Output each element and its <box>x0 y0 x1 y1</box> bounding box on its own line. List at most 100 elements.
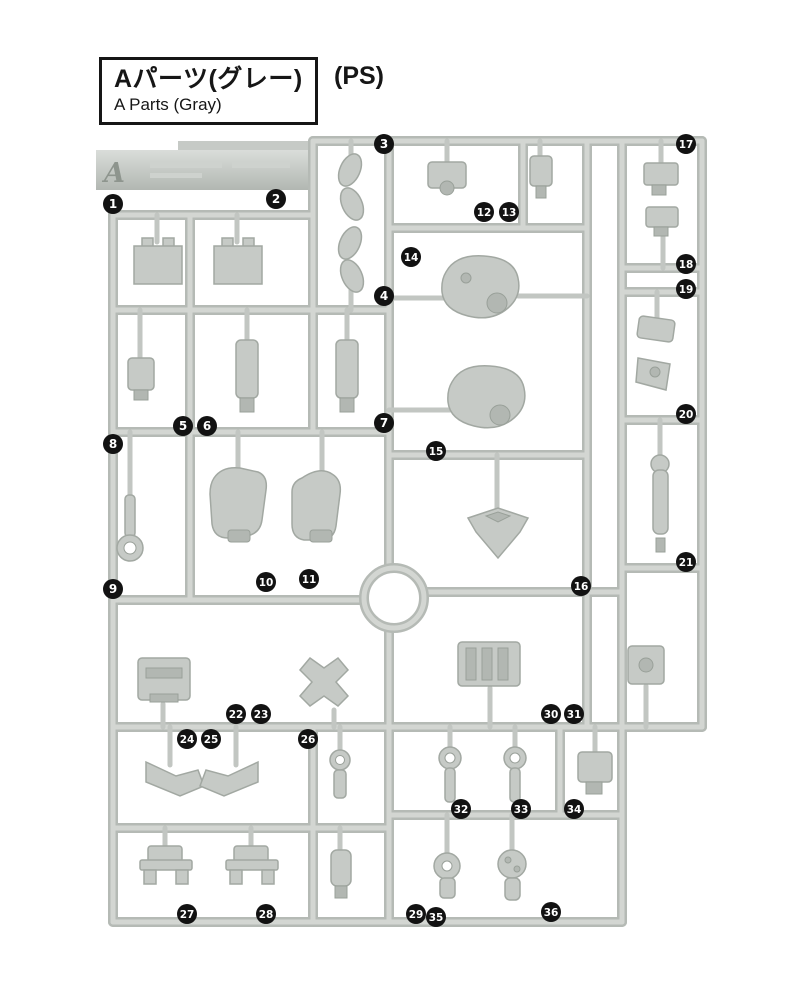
part-shape <box>650 454 670 553</box>
part-shape <box>441 255 520 319</box>
part-number-badge: 25 <box>201 729 221 749</box>
part-shape <box>133 237 183 285</box>
part-number-badge: 22 <box>226 704 246 724</box>
svg-text:5: 5 <box>179 419 187 433</box>
parts-title-english: A Parts (Gray) <box>114 94 222 114</box>
svg-text:24: 24 <box>180 734 195 746</box>
svg-text:25: 25 <box>204 734 219 746</box>
part-number-badge: 16 <box>571 576 591 596</box>
part-number-badge: 12 <box>474 202 494 222</box>
runner-frame <box>113 141 702 922</box>
runner-parts <box>116 153 679 901</box>
svg-text:19: 19 <box>679 284 694 296</box>
svg-text:17: 17 <box>679 139 694 151</box>
parts-title-box: Aパーツ(グレー) A Parts (Gray) <box>99 57 318 125</box>
svg-text:3: 3 <box>380 137 388 151</box>
part-shape <box>466 507 530 560</box>
svg-text:4: 4 <box>380 289 388 303</box>
svg-text:34: 34 <box>567 804 582 816</box>
svg-text:14: 14 <box>404 252 419 264</box>
svg-text:36: 36 <box>544 907 559 919</box>
part-shape <box>298 656 350 707</box>
part-number-badge: 29 <box>406 904 426 924</box>
part-shape <box>337 153 365 293</box>
svg-text:22: 22 <box>229 709 244 721</box>
svg-text:35: 35 <box>429 912 444 924</box>
svg-text:11: 11 <box>302 574 317 586</box>
part-shape <box>447 365 526 429</box>
part-number-badge: 1 <box>103 194 123 214</box>
part-shape <box>291 470 342 543</box>
svg-text:29: 29 <box>409 909 424 921</box>
parts-title-japanese: Aパーツ(グレー) <box>114 65 303 93</box>
svg-text:31: 31 <box>567 709 582 721</box>
svg-text:26: 26 <box>301 734 316 746</box>
part-number-badge: 26 <box>298 729 318 749</box>
plastic-type-label: (PS) <box>334 62 384 90</box>
svg-text:28: 28 <box>259 909 274 921</box>
part-number-badge: 5 <box>173 416 193 436</box>
part-number-badge: 14 <box>401 247 421 267</box>
svg-text:32: 32 <box>454 804 469 816</box>
part-number-badge: 19 <box>676 279 696 299</box>
part-shape <box>635 315 676 391</box>
svg-text:9: 9 <box>109 582 117 596</box>
part-number-badge: 15 <box>426 441 446 461</box>
svg-text:10: 10 <box>259 577 274 589</box>
part-shape <box>529 155 553 199</box>
part-shape <box>209 466 268 543</box>
part-number-badge: 28 <box>256 904 276 924</box>
svg-text:21: 21 <box>679 557 694 569</box>
svg-text:23: 23 <box>254 709 269 721</box>
part-number-badge: 33 <box>511 799 531 819</box>
svg-text:16: 16 <box>574 581 589 593</box>
part-shape <box>137 657 191 703</box>
part-number-badge: 8 <box>103 434 123 454</box>
svg-text:18: 18 <box>679 259 694 271</box>
svg-text:15: 15 <box>429 446 444 458</box>
part-number-badge: 11 <box>299 569 319 589</box>
part-number-badge: 32 <box>451 799 471 819</box>
part-shape <box>330 849 352 899</box>
svg-text:6: 6 <box>203 419 211 433</box>
part-shape <box>116 494 144 562</box>
part-shape <box>427 161 467 196</box>
part-number-badge: 24 <box>177 729 197 749</box>
part-number-badge: 6 <box>197 416 217 436</box>
part-shape <box>643 162 679 237</box>
svg-text:8: 8 <box>109 437 117 451</box>
part-shape <box>577 751 613 795</box>
part-number-badge: 20 <box>676 404 696 424</box>
part-number-badge: 34 <box>564 799 584 819</box>
part-shape <box>235 339 359 413</box>
part-shape <box>438 746 462 803</box>
svg-text:33: 33 <box>514 804 529 816</box>
part-number-badge: 10 <box>256 572 276 592</box>
svg-text:30: 30 <box>544 709 559 721</box>
part-number-badge: 7 <box>374 413 394 433</box>
runner-label-plate: A <box>96 141 310 190</box>
part-shape <box>145 760 259 797</box>
part-shape <box>127 357 155 401</box>
part-shape <box>497 849 527 901</box>
svg-text:13: 13 <box>502 207 517 219</box>
part-number-badge: 35 <box>426 907 446 927</box>
part-number-badge: 3 <box>374 134 394 154</box>
svg-text:20: 20 <box>679 409 694 421</box>
svg-text:27: 27 <box>180 909 195 921</box>
part-shape <box>213 237 263 285</box>
part-number-badge: 9 <box>103 579 123 599</box>
part-number-badge: 36 <box>541 902 561 922</box>
part-number-badge: 23 <box>251 704 271 724</box>
part-number-badge: 4 <box>374 286 394 306</box>
part-shape <box>225 845 279 885</box>
part-number-badge: 30 <box>541 704 561 724</box>
part-number-badge: 18 <box>676 254 696 274</box>
part-shape <box>139 845 193 885</box>
part-shape <box>627 645 665 685</box>
svg-text:12: 12 <box>477 207 492 219</box>
part-number-badge: 13 <box>499 202 519 222</box>
